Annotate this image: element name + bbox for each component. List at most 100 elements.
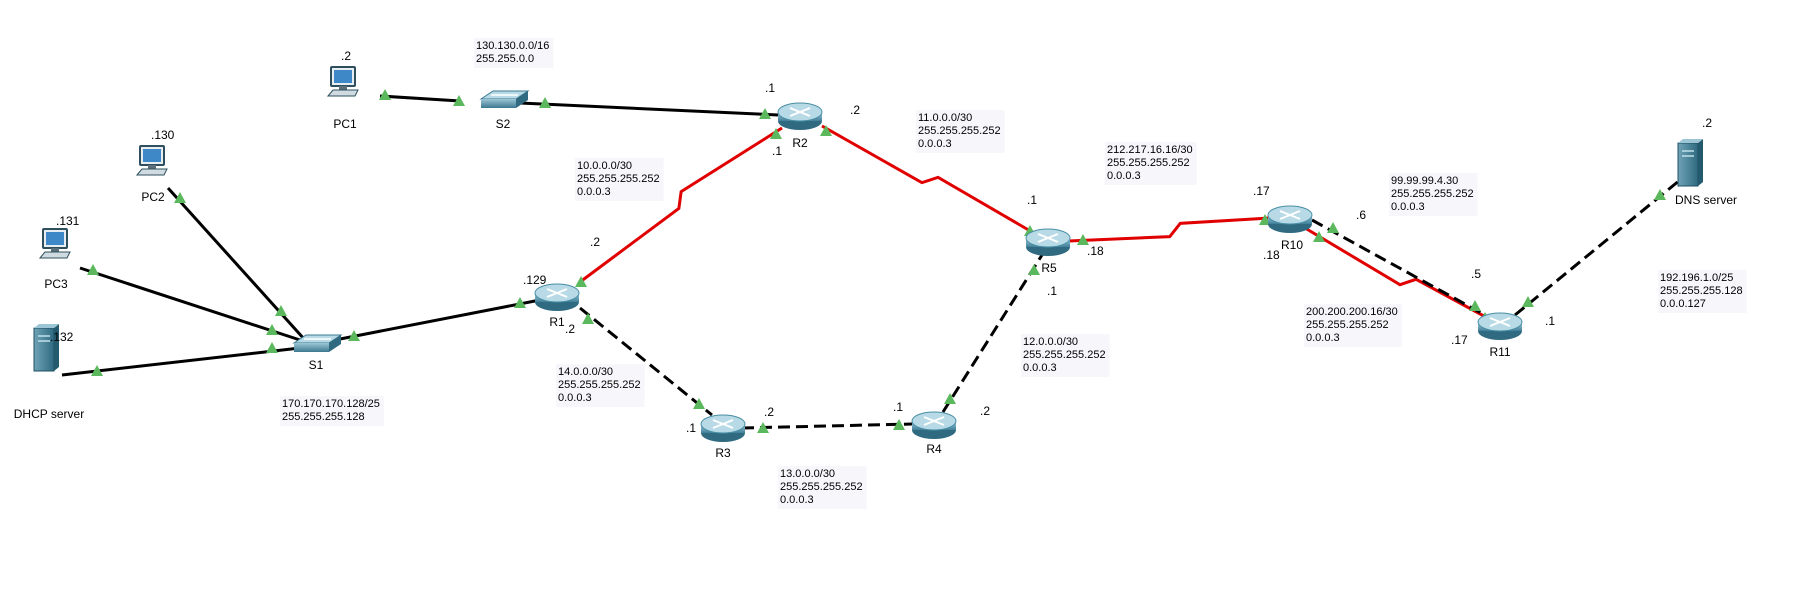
link-r5-r10-serial[interactable] bbox=[1068, 216, 1271, 243]
link-pc3-s1-ethernet[interactable] bbox=[79, 266, 301, 342]
router-arrows-icon bbox=[923, 416, 945, 426]
links-layer bbox=[61, 94, 1681, 430]
link-r3-r4-dashed-port-a bbox=[757, 422, 769, 433]
link-r3-r4-dashed-port-b bbox=[893, 419, 905, 430]
network-info-line: 0.0.0.3 bbox=[1107, 170, 1141, 182]
device-pc1-label: PC1 bbox=[333, 117, 357, 131]
interface-label-r3-r1: .1 bbox=[686, 421, 696, 435]
router-arrows-icon bbox=[546, 288, 568, 298]
link-s1-r1-ethernet[interactable] bbox=[334, 298, 541, 342]
device-s1-switch-icon[interactable] bbox=[292, 334, 343, 352]
interface-label-r10-r11-serial: .18 bbox=[1263, 248, 1280, 262]
device-s2-switch-icon[interactable] bbox=[479, 90, 530, 108]
network-info-line: 0.0.0.127 bbox=[1660, 298, 1706, 310]
network-info-line: 255.255.255.252 bbox=[1023, 349, 1106, 361]
link-pc2-s1-ethernet[interactable] bbox=[166, 186, 307, 342]
device-pc2-pc-icon[interactable] bbox=[135, 145, 168, 176]
network-info-line: 0.0.0.3 bbox=[1306, 332, 1340, 344]
interface-label-r11-r10-serial: .17 bbox=[1451, 333, 1468, 347]
link-s2-r2-ethernet-port-b bbox=[759, 108, 771, 119]
link-r11-dns-dashed-port-a bbox=[1522, 296, 1534, 307]
link-r1-r3-dashed[interactable] bbox=[579, 306, 713, 417]
device-r5-router-icon[interactable] bbox=[1025, 228, 1071, 256]
device-dhcp-server-icon[interactable] bbox=[33, 324, 59, 372]
device-r2-router-icon[interactable] bbox=[777, 102, 823, 130]
network-info-line: 255.255.255.252 bbox=[1107, 157, 1190, 169]
device-r11-router-icon[interactable] bbox=[1477, 312, 1523, 340]
device-r3-label: R3 bbox=[715, 446, 731, 460]
network-info-line: 255.255.255.252 bbox=[558, 379, 641, 391]
link-dhcp-s1-ethernet-port-b bbox=[266, 342, 278, 353]
interface-label-r2-s2: .1 bbox=[765, 81, 775, 95]
link-dhcp-s1-ethernet[interactable] bbox=[61, 346, 301, 377]
network-info-line: 0.0.0.3 bbox=[780, 494, 814, 506]
link-r1-r3-dashed-port-a bbox=[582, 313, 594, 324]
link-r10-r11-dashed-port-a bbox=[1327, 222, 1339, 233]
device-pc3-label: PC3 bbox=[44, 277, 68, 291]
device-r5-label: R5 bbox=[1041, 261, 1057, 275]
network-info-line: 200.200.200.16/30 bbox=[1306, 306, 1398, 318]
interface-label-r2-r1: .1 bbox=[772, 144, 782, 158]
network-info-line: 130.130.0.0/16 bbox=[476, 40, 549, 52]
network-info-line: 12.0.0.0/30 bbox=[1023, 336, 1078, 348]
interface-label-r4-r5: .2 bbox=[980, 404, 990, 418]
network-info-line: 0.0.0.3 bbox=[577, 186, 611, 198]
device-r3-router-icon[interactable] bbox=[700, 414, 746, 442]
network-info-line: 192.196.1.0/25 bbox=[1660, 272, 1733, 284]
link-pc1-s2-ethernet[interactable] bbox=[379, 94, 461, 103]
interface-label-r5-r10: .18 bbox=[1087, 244, 1104, 258]
network-info-line: 0.0.0.3 bbox=[1391, 201, 1425, 213]
device-dns-ip-label: .2 bbox=[1702, 116, 1712, 130]
interface-label-r1-lan: .129 bbox=[523, 273, 547, 287]
interface-label-r11-r10-dashed: .5 bbox=[1471, 267, 1481, 281]
link-r5-r10-serial-port-a bbox=[1077, 234, 1089, 245]
network-info-line: 255.255.255.252 bbox=[1306, 319, 1389, 331]
interface-label-r2-r5: .2 bbox=[850, 103, 860, 117]
network-info-line: 255.255.255.252 bbox=[577, 173, 660, 185]
device-dhcp-ip-label: .132 bbox=[50, 330, 74, 344]
link-r1-r2-serial[interactable] bbox=[579, 126, 783, 284]
network-info-line: 170.170.170.128/25 bbox=[282, 398, 380, 410]
link-r3-r4-dashed[interactable] bbox=[741, 422, 913, 430]
link-r10-r11-dashed[interactable] bbox=[1311, 218, 1486, 317]
device-r10-router-icon[interactable] bbox=[1267, 205, 1313, 233]
link-r10-r11-serial[interactable] bbox=[1304, 226, 1496, 324]
link-r4-r5-dashed-port-a bbox=[944, 393, 956, 404]
link-pc1-s2-ethernet-port-b bbox=[453, 95, 465, 106]
network-info-line: 0.0.0.3 bbox=[1023, 362, 1057, 374]
interface-label-r1-r3: .2 bbox=[565, 322, 575, 336]
link-pc1-s2-ethernet-port-a bbox=[379, 89, 391, 100]
network-info-line: 99.99.99.4.30 bbox=[1391, 175, 1458, 187]
link-r1-r3-dashed-port-b bbox=[693, 398, 705, 409]
device-r4-label: R4 bbox=[926, 442, 942, 456]
interface-label-r10-r11-dashed: .6 bbox=[1356, 208, 1366, 222]
link-s2-r2-ethernet[interactable] bbox=[519, 101, 779, 117]
link-s1-r1-ethernet-port-a bbox=[348, 330, 360, 341]
device-pc1-pc-icon[interactable] bbox=[326, 66, 359, 97]
device-dns-server-icon[interactable] bbox=[1677, 139, 1703, 187]
link-s1-r1-ethernet-port-b bbox=[514, 297, 526, 308]
link-r2-r5-serial[interactable] bbox=[821, 124, 1033, 234]
link-pc3-s1-ethernet-port-a bbox=[87, 264, 99, 275]
network-info-line: 212.217.16.16/30 bbox=[1107, 144, 1193, 156]
device-r4-router-icon[interactable] bbox=[911, 411, 957, 439]
link-r11-dns-dashed[interactable] bbox=[1514, 178, 1681, 317]
link-r4-r5-dashed[interactable] bbox=[941, 254, 1044, 413]
device-pc3-pc-icon[interactable] bbox=[38, 228, 71, 259]
device-s1-label: S1 bbox=[309, 358, 324, 372]
router-arrows-icon bbox=[1489, 317, 1511, 327]
device-r1-router-icon[interactable] bbox=[534, 283, 580, 311]
link-dhcp-s1-ethernet-port-a bbox=[91, 365, 103, 376]
interface-label-r4-r3: .1 bbox=[893, 400, 903, 414]
device-r2-label: R2 bbox=[792, 136, 808, 150]
interface-label-r5-r4: .1 bbox=[1047, 284, 1057, 298]
device-s2-label: S2 bbox=[496, 117, 511, 131]
